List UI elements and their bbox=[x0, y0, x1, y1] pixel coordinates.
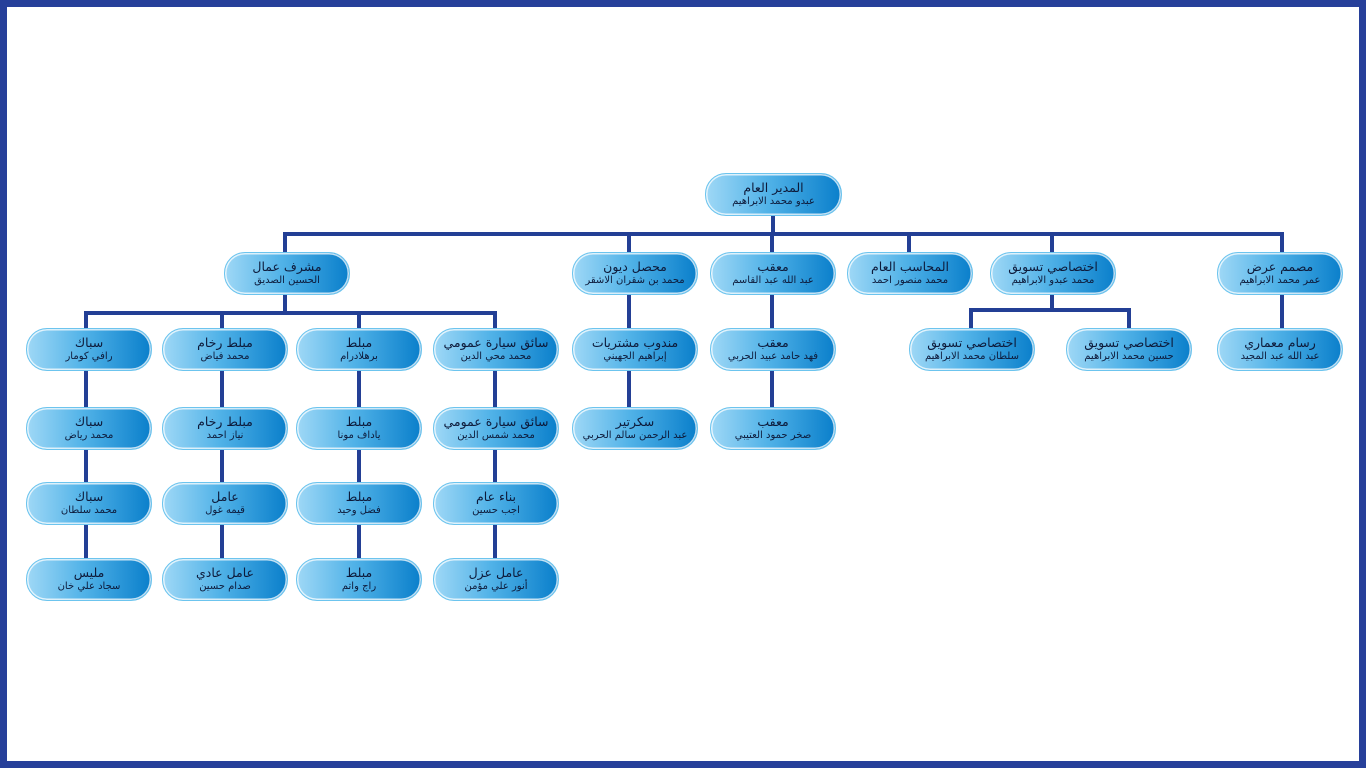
node-name: محمد بن شقران الاشقر bbox=[585, 275, 685, 286]
node-title: مندوب مشتريات bbox=[591, 335, 679, 350]
node-name: إبراهيم الجهيني bbox=[603, 351, 667, 362]
node-title: بناء عام bbox=[476, 489, 516, 504]
node-name: عبد الرحمن سالم الحربي bbox=[582, 430, 688, 441]
node-name: فهد حامد عبيد الحربي bbox=[727, 351, 819, 362]
node-name: اجب حسين bbox=[472, 505, 520, 516]
node-name: صخر حمود العتيبي bbox=[734, 430, 812, 441]
node-title: مبلط bbox=[345, 335, 373, 350]
node-title: مبلط bbox=[345, 489, 373, 504]
node-title: مليس bbox=[73, 565, 105, 580]
node-title: المدير العام bbox=[743, 180, 804, 195]
node-title: معقب bbox=[757, 259, 789, 274]
node-name: فضل وحيد bbox=[337, 505, 381, 516]
node-title: سائق سيارة عمومي bbox=[443, 414, 549, 429]
node-name: ياداف مونا bbox=[337, 430, 381, 441]
node-name: محمد سلطان bbox=[60, 505, 118, 516]
node-name: محمد محي الدين bbox=[460, 351, 532, 362]
node-name: الحسين الصديق bbox=[254, 275, 320, 286]
node-title: اختصاصي تسويق bbox=[927, 335, 1017, 350]
node-title: عامل عزل bbox=[468, 565, 524, 580]
node-title: مبلط bbox=[345, 414, 373, 429]
node-name: محمد فياض bbox=[200, 351, 250, 362]
node-name: عبد الله عبد المجيد bbox=[1240, 351, 1320, 362]
node-name: نياز احمد bbox=[206, 430, 244, 441]
node-title: سكرتير bbox=[615, 414, 655, 429]
node-title: معقب bbox=[757, 414, 789, 429]
node-title: مبلط رخام bbox=[197, 335, 253, 350]
node-name: سلطان محمد الابراهيم bbox=[925, 351, 1019, 362]
node-title: عامل عادي bbox=[195, 565, 255, 580]
node-name: محمد شمس الدين bbox=[457, 430, 535, 441]
node-title: اختصاصي تسويق bbox=[1084, 335, 1174, 350]
node-name: سجاد علي خان bbox=[57, 581, 121, 592]
node-name: صدام حسين bbox=[199, 581, 251, 592]
node-title: مشرف عمال bbox=[252, 259, 322, 274]
node-name: عمر محمد الابراهيم bbox=[1239, 275, 1321, 286]
node-name: قيمه غول bbox=[205, 505, 245, 516]
node-name: محمد عبدو الابراهيم bbox=[1011, 275, 1095, 286]
node-title: سباك bbox=[74, 414, 104, 429]
node-title: اختصاصي تسويق bbox=[1008, 259, 1098, 274]
node-title: مصمم عرض bbox=[1246, 259, 1314, 274]
node-name: عبدو محمد الابراهيم bbox=[732, 196, 815, 207]
node-name: حسين محمد الابراهيم bbox=[1084, 351, 1174, 362]
node-name: راج واتم bbox=[341, 581, 377, 592]
node-name: عبد الله عبد القاسم bbox=[732, 275, 814, 286]
node-title: سباك bbox=[74, 489, 104, 504]
node-title: المحاسب العام bbox=[871, 259, 949, 274]
node-title: مبلط bbox=[345, 565, 373, 580]
node-title: رسام معماري bbox=[1244, 335, 1316, 350]
node-title: معقب bbox=[757, 335, 789, 350]
node-title: سباك bbox=[74, 335, 104, 350]
node-title: مبلط رخام bbox=[197, 414, 253, 429]
node-name: برهلادرام bbox=[340, 351, 378, 362]
node-title: سائق سيارة عمومي bbox=[443, 335, 549, 350]
node-name: محمد منصور احمد bbox=[871, 275, 949, 286]
node-name: رافي كومار bbox=[65, 351, 113, 362]
node-name: أنور علي مؤمن bbox=[464, 581, 528, 592]
node-name: محمد رياض bbox=[64, 430, 114, 441]
node-title: محصل ديون bbox=[603, 259, 667, 274]
node-title: عامل bbox=[211, 489, 239, 504]
